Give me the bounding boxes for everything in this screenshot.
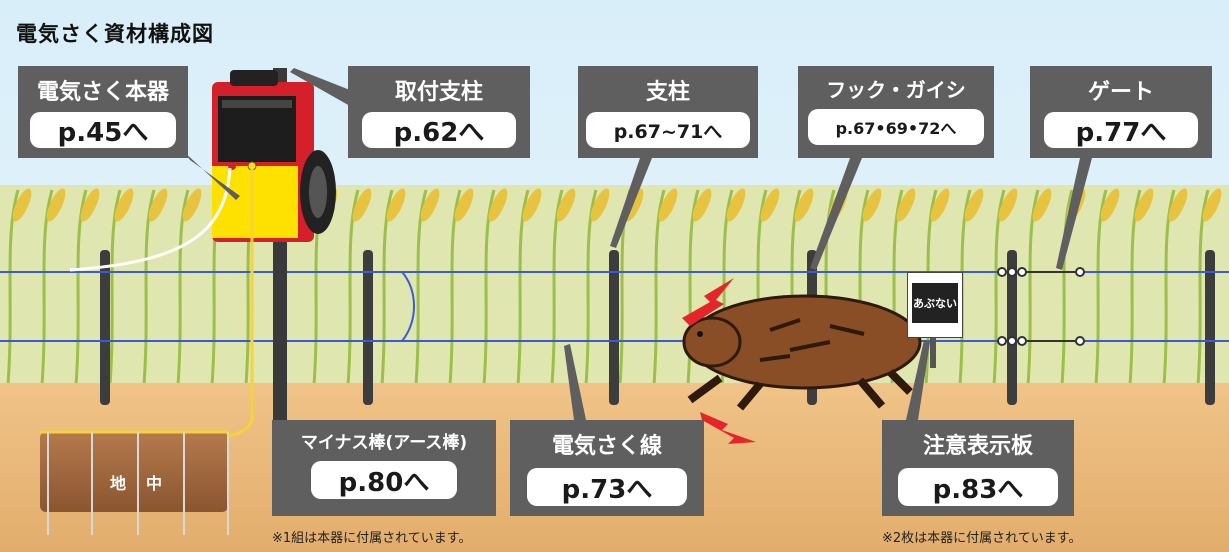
rice-grain-ear xyxy=(692,188,712,222)
callout-mount-post: 取付支柱 p.62へ xyxy=(348,66,530,158)
fence-post xyxy=(1007,250,1017,405)
electric-sparks xyxy=(682,278,756,444)
rice-grain-ear xyxy=(1134,188,1154,222)
callout-fence-wire: 電気さく線 p.73へ xyxy=(510,420,704,516)
callout-fence-wire-page-link[interactable]: p.73へ xyxy=(527,468,687,506)
rice-grain-ear xyxy=(998,188,1018,222)
crop-stalk xyxy=(108,189,122,386)
rice-grain-ear xyxy=(1100,188,1120,222)
crop-stalk xyxy=(40,189,54,386)
crop-stalk xyxy=(142,189,156,386)
crop-stalk xyxy=(176,189,190,386)
rice-grain-ear xyxy=(114,188,134,222)
callout-energizer-label: 電気さく本器 xyxy=(36,80,169,105)
fence-post xyxy=(1205,250,1215,405)
callout-ground-rod-page-link[interactable]: p.80へ xyxy=(311,461,457,499)
energizer-unit xyxy=(212,70,336,242)
callout-post-label: 支柱 xyxy=(645,80,690,105)
crop-stalk xyxy=(414,189,428,386)
callout-warning-sign-label: 注意表示板 xyxy=(922,434,1033,459)
callout-post-page-link[interactable]: p.67~71へ xyxy=(586,112,750,148)
rice-grain-ear xyxy=(794,188,814,222)
rice-grain-ear xyxy=(862,188,882,222)
fence-post xyxy=(363,250,373,405)
rice-grain-ear xyxy=(148,188,168,222)
crop-stalk xyxy=(6,189,20,386)
rice-grain-ear xyxy=(420,188,440,222)
crop-stalk xyxy=(1162,189,1176,386)
sign-note: ※2枚は本器に付属されています。 xyxy=(882,531,1082,546)
rice-grain-ear xyxy=(760,188,780,222)
crop-stalk xyxy=(1128,189,1142,386)
underground-label-right: 中 xyxy=(146,474,163,493)
crop-stalk xyxy=(1196,189,1210,386)
rice-grain-ear xyxy=(522,188,542,222)
rice-grain-ear xyxy=(590,188,610,222)
callout-gate-page-link[interactable]: p.77へ xyxy=(1044,112,1198,148)
warning-sign-text: あぶない xyxy=(912,283,958,323)
callout-mount-post-label: 取付支柱 xyxy=(394,80,483,105)
underground-ground-rods xyxy=(40,430,229,535)
crop-stalk xyxy=(482,189,496,386)
wild-boar-illustration xyxy=(682,294,922,411)
rice-grain-ear xyxy=(454,188,474,222)
crop-stalk xyxy=(550,189,564,386)
gate-handles xyxy=(997,267,1085,346)
crop-stalk xyxy=(652,189,666,386)
crop-stalk xyxy=(1026,189,1040,386)
underground-label-left: 地 xyxy=(110,474,127,493)
warning-sign-board: あぶない xyxy=(907,272,963,338)
rice-grain-ear xyxy=(930,188,950,222)
crop-stalk xyxy=(380,189,394,386)
callout-hook-insulator-label: フック・ガイシ xyxy=(826,78,966,102)
rice-grain-ear xyxy=(386,188,406,222)
rice-grain-ear xyxy=(726,188,746,222)
callout-hook-insulator-page-link[interactable]: p.67•69•72へ xyxy=(808,109,984,145)
callout-gate-label: ゲート xyxy=(1087,80,1154,105)
rice-grain-ear xyxy=(80,188,100,222)
callout-mount-post-page-link[interactable]: p.62へ xyxy=(362,112,516,148)
callout-ground-rod-label: マイナス棒(アース棒) xyxy=(300,433,468,453)
rice-grain-ear xyxy=(1168,188,1188,222)
rice-grain-ear xyxy=(352,188,372,222)
fence-post xyxy=(609,250,619,405)
ground-rod-note: ※1組は本器に付属されています。 xyxy=(272,531,472,546)
callout-energizer-page-link[interactable]: p.45へ xyxy=(30,112,176,148)
rice-grain-ear xyxy=(1032,188,1052,222)
callout-ground-rod: マイナス棒(アース棒) p.80へ xyxy=(272,420,496,516)
crop-stalk xyxy=(584,189,598,386)
callout-post: 支柱 p.67~71へ xyxy=(578,66,758,158)
sign-post xyxy=(930,338,936,368)
callout-hook-insulator: フック・ガイシ p.67•69•72へ xyxy=(798,66,994,158)
fence-post xyxy=(100,250,110,405)
rice-grain-ear xyxy=(46,188,66,222)
crop-stalk xyxy=(74,189,88,386)
crop-stalk xyxy=(346,189,360,386)
crop-stalk xyxy=(448,189,462,386)
callout-warning-sign: 注意表示板 p.83へ xyxy=(882,420,1074,516)
callout-gate: ゲート p.77へ xyxy=(1030,66,1212,158)
rice-grain-ear xyxy=(896,188,916,222)
rice-grain-ear xyxy=(1202,188,1222,222)
diagram-title: 電気さく資材構成図 xyxy=(16,22,214,46)
rice-grain-ear xyxy=(12,188,32,222)
crop-stalk xyxy=(992,189,1006,386)
rice-grain-ear xyxy=(964,188,984,222)
rice-grain-ear xyxy=(658,188,678,222)
callout-energizer: 電気さく本器 p.45へ xyxy=(18,66,188,158)
rice-grain-ear xyxy=(488,188,508,222)
callout-fence-wire-label: 電気さく線 xyxy=(551,434,662,459)
rice-grain-ear xyxy=(556,188,576,222)
crop-stalk xyxy=(1094,189,1108,386)
crop-stalk xyxy=(516,189,530,386)
callout-warning-sign-page-link[interactable]: p.83へ xyxy=(898,468,1058,506)
